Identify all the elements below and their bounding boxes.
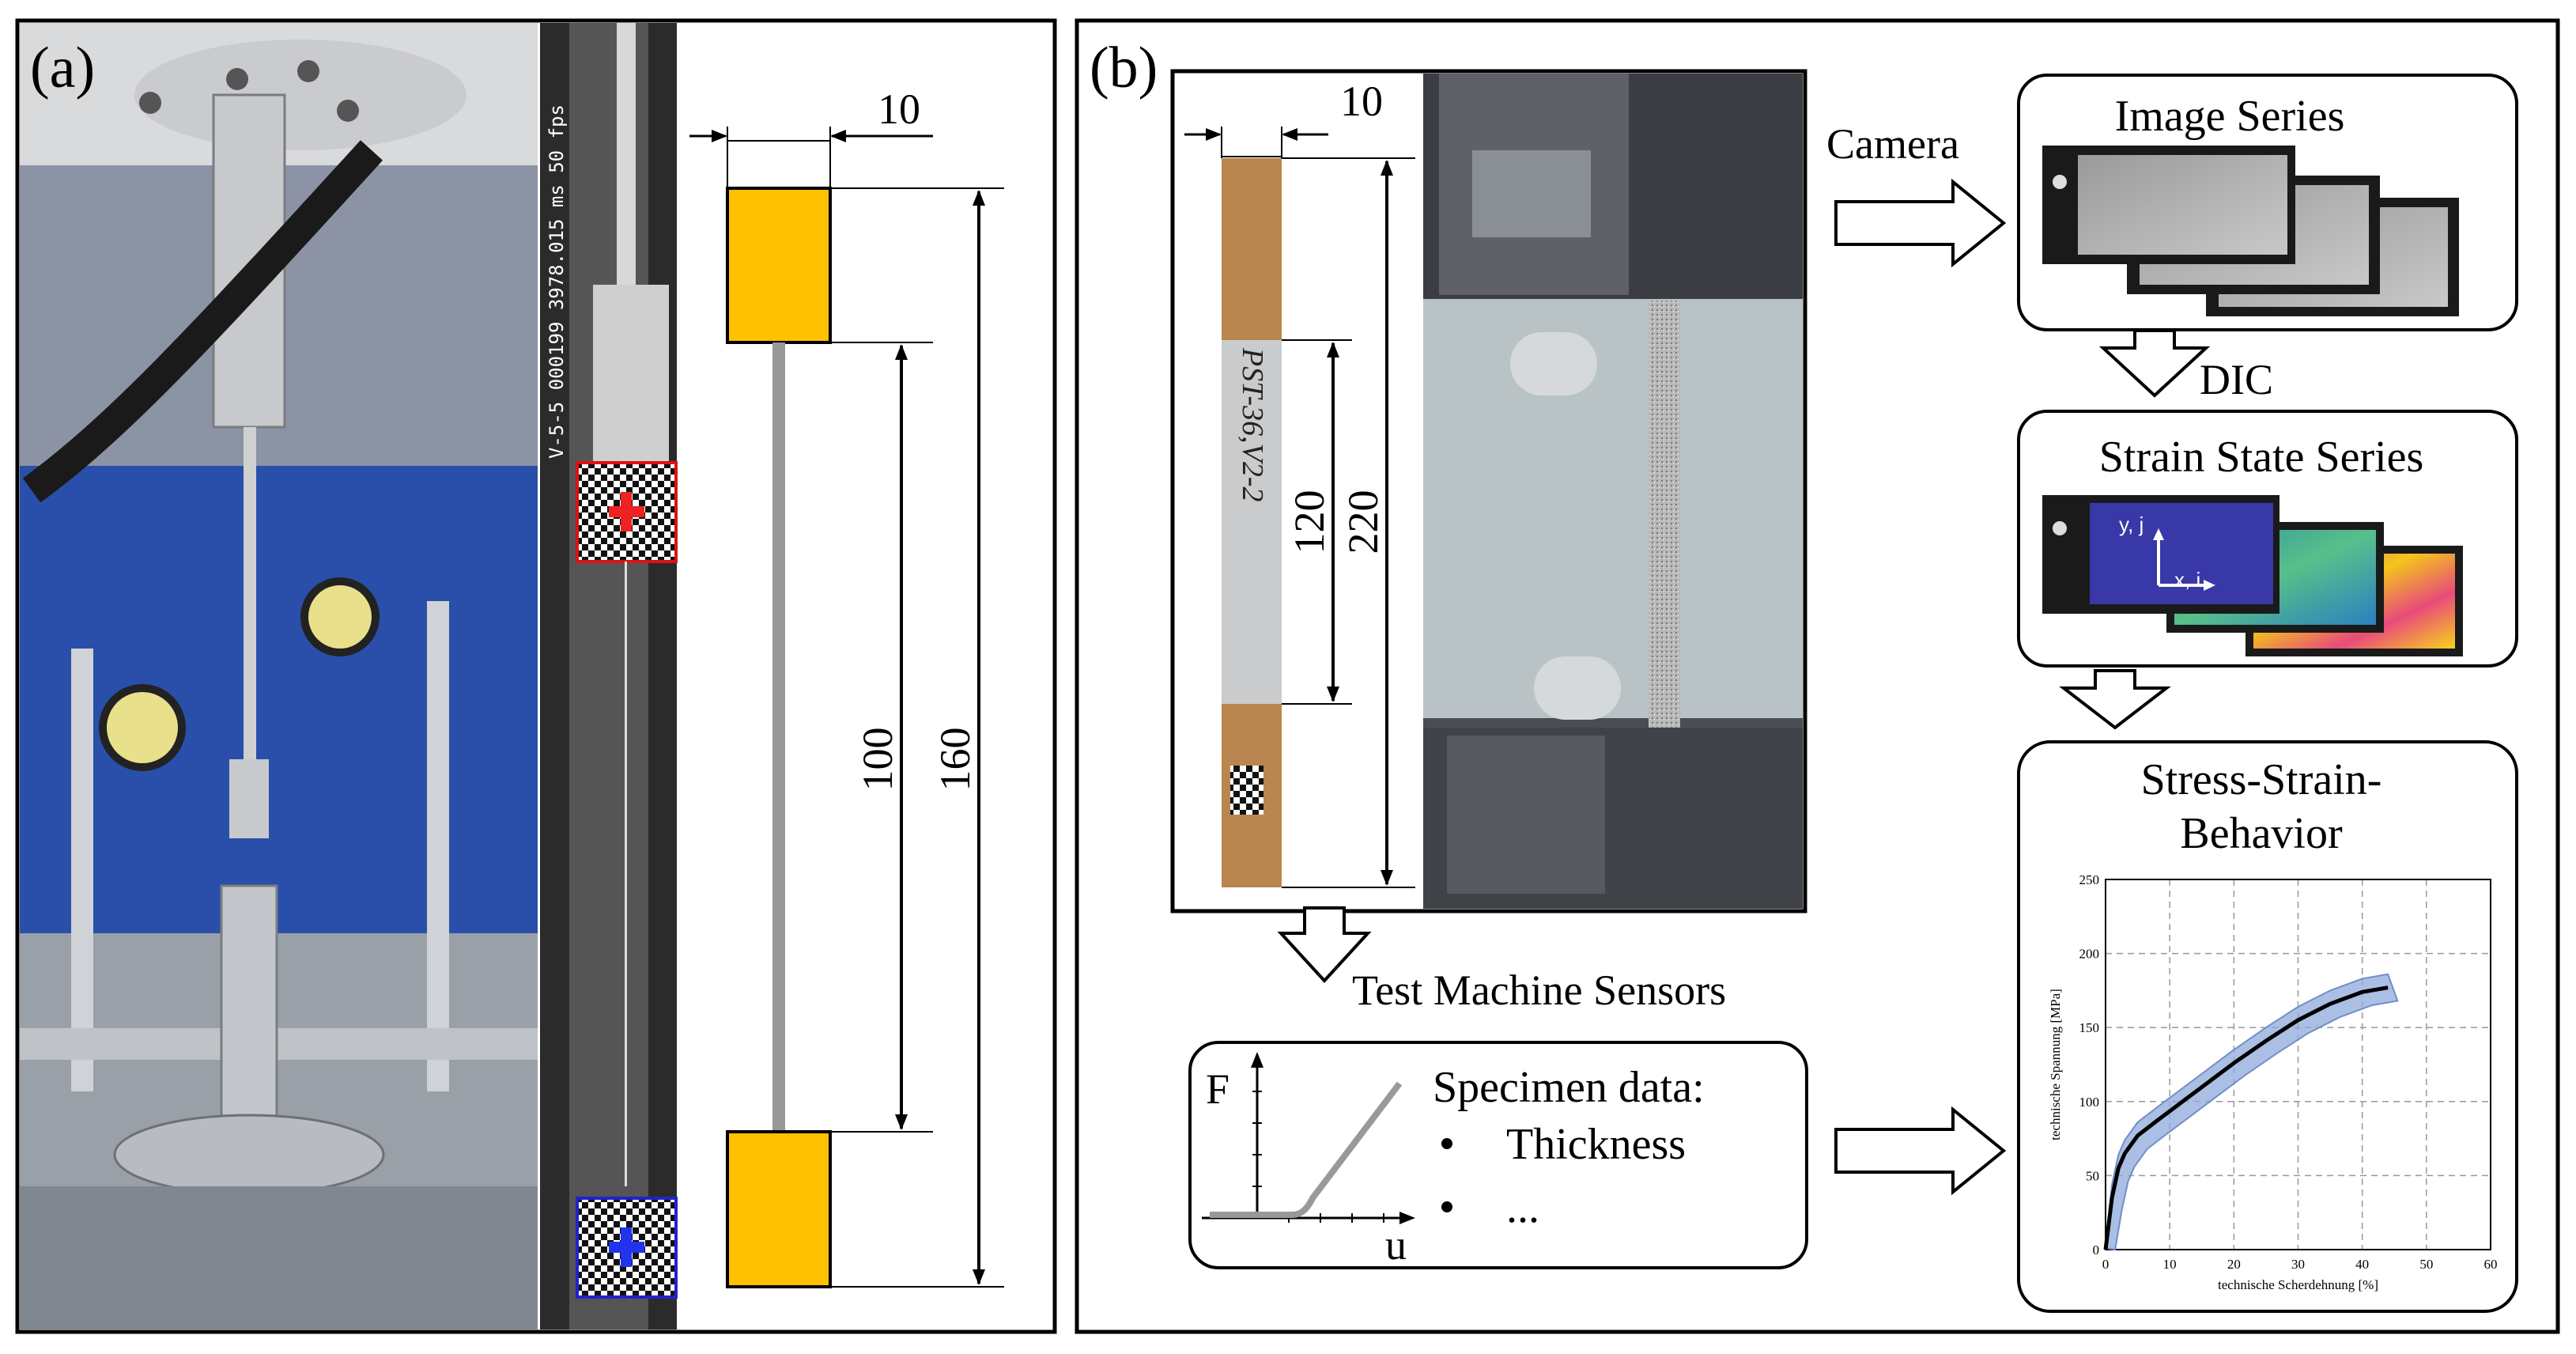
axis-label-y: y, j: [2119, 512, 2144, 536]
test-rig-photo: [20, 23, 538, 1329]
stress-strain-title-1: Stress-Strain-: [2141, 755, 2382, 804]
y-tick-label: 50: [2086, 1168, 2099, 1183]
sensor-data-box: F u Specimen data: Thickness ...: [1188, 1041, 1808, 1269]
camera-arrow: [1834, 178, 2007, 268]
image-series-box: Image Series: [2017, 74, 2518, 331]
panel-a-label: (a): [30, 36, 95, 100]
y-tick-label: 250: [2079, 872, 2100, 887]
y-tick-label: 150: [2079, 1020, 2100, 1035]
x-tick-label: 30: [2291, 1257, 2305, 1272]
gauge-strip: [772, 342, 785, 1132]
sensors-to-stress-arrow: [1834, 1106, 2007, 1196]
strain-series-box: Strain State Series y, j x, i: [2017, 410, 2518, 668]
x-tick-label: 20: [2227, 1257, 2241, 1272]
camera-label: Camera: [1826, 120, 1959, 168]
panel-b-label: (b): [1090, 36, 1158, 100]
x-tick-label: 10: [2163, 1257, 2177, 1272]
y-tick-label: 100: [2079, 1095, 2100, 1110]
strain-series-title: Strain State Series: [2099, 433, 2424, 482]
force-axis-label: F: [1206, 1065, 1229, 1113]
x-tick-label: 50: [2419, 1257, 2433, 1272]
stress-strain-box: Stress-Strain- Behavior 0 10 20 30 40 50 60 0 50…: [2017, 740, 2518, 1313]
x-tick-label: 40: [2355, 1257, 2369, 1272]
total-length-dim-b: 220: [1339, 490, 1387, 554]
gauge-length-dim-a: 100: [854, 728, 901, 792]
x-tick-label: 60: [2484, 1257, 2498, 1272]
x-axis-label: technische Scherdehnung [%]: [2218, 1277, 2378, 1292]
dic-arrow: [2098, 329, 2211, 398]
y-tick-label: 0: [2093, 1242, 2100, 1258]
stress-strain-chart: 0 10 20 30 40 50 60 0 50 100 150 200 250 technische S…: [2048, 872, 2498, 1292]
specimen-data-item-2: ...: [1506, 1183, 1539, 1232]
top-tab: [726, 187, 832, 344]
width-dim-a: 10: [878, 85, 920, 133]
sensors-label: Test Machine Sensors: [1352, 966, 1726, 1014]
plot-frame: [2105, 879, 2491, 1250]
scatter-band: [2104, 973, 2399, 1251]
specimen-photo-box: PST-36,V2-2 10 120 220: [1170, 69, 1807, 913]
y-axis-label: technische Spannung [MPa]: [2048, 989, 2063, 1140]
axis-label-x: x, i: [2174, 568, 2200, 592]
specimen-data-item-1: Thickness: [1506, 1120, 1686, 1169]
x-tick-label: 0: [2102, 1257, 2110, 1272]
camera-overlay-text: V-5-5 000199 3978.015 ms 50 fps: [546, 104, 568, 459]
sensors-arrow: [1277, 906, 1372, 983]
specimen-data-heading: Specimen data:: [1433, 1063, 1705, 1112]
width-dim-b: 10: [1340, 78, 1383, 125]
specimen-marking: PST-36,V2-2: [1236, 347, 1269, 502]
stress-strain-title-2: Behavior: [2180, 809, 2343, 858]
force-displacement-curve: [1210, 1081, 1403, 1218]
camera-view-strip: V-5-5 000199 3978.015 ms 50 fps: [540, 23, 678, 1329]
total-length-dim-a: 160: [931, 728, 979, 792]
gauge-length-dim-b: 120: [1286, 490, 1333, 554]
dic-label: DIC: [2200, 356, 2273, 403]
specimen-drawing-a: 10 100 160: [689, 85, 1004, 1288]
y-tick-label: 200: [2079, 947, 2100, 962]
specimen-qr: [1230, 766, 1263, 815]
mean-curve: [2103, 985, 2389, 1250]
disp-axis-label: u: [1385, 1221, 1407, 1269]
image-series-title: Image Series: [2115, 92, 2345, 141]
strain-to-stress-arrow: [2059, 669, 2171, 730]
bottom-tab: [726, 1130, 832, 1288]
